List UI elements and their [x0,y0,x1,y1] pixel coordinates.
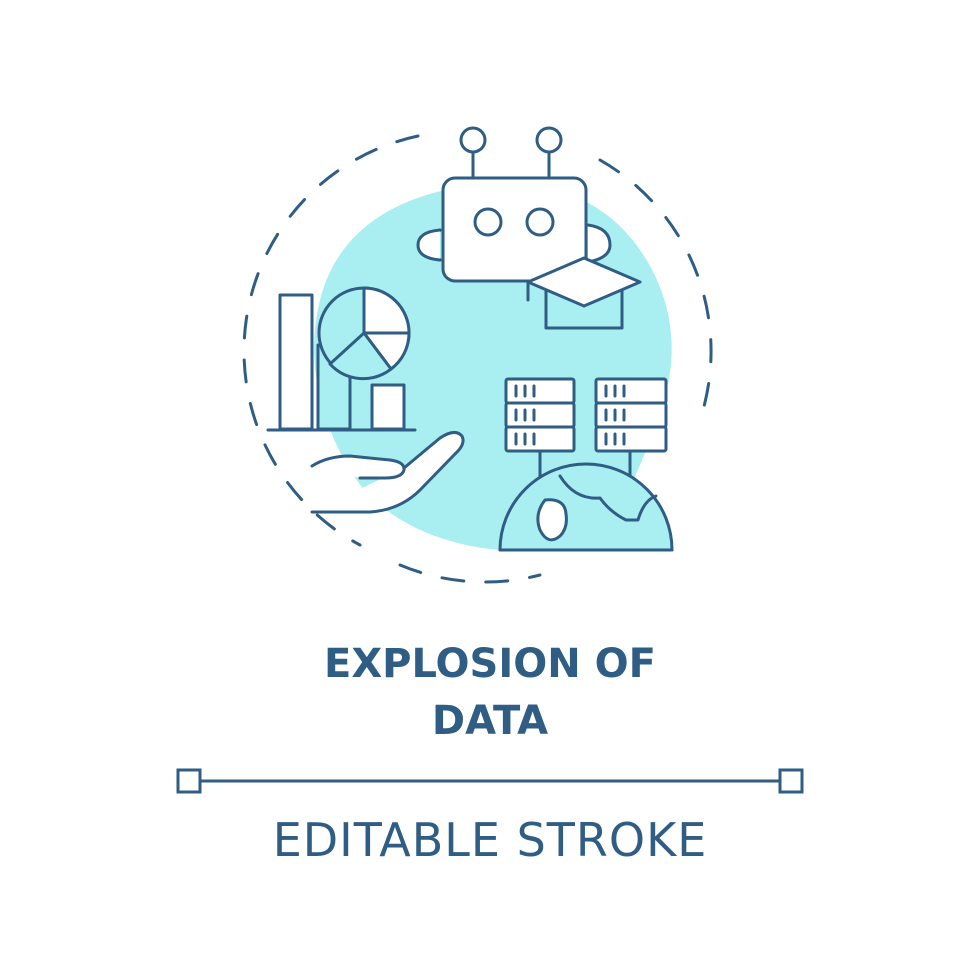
pie-chart-icon [317,286,411,381]
open-hand-icon [310,431,465,514]
title-line-1: EXPLOSION OF [324,641,656,687]
globe-icon [498,462,674,552]
robot-icon [416,126,612,283]
title-line-2: DATA [431,698,549,744]
dashed-circle [242,134,713,584]
bar-chart-icon [266,293,417,432]
server-rack-icon [504,377,668,480]
editable-stroke-caption: EDITABLE STROKE [272,813,708,867]
graduation-cap-icon [526,256,642,330]
